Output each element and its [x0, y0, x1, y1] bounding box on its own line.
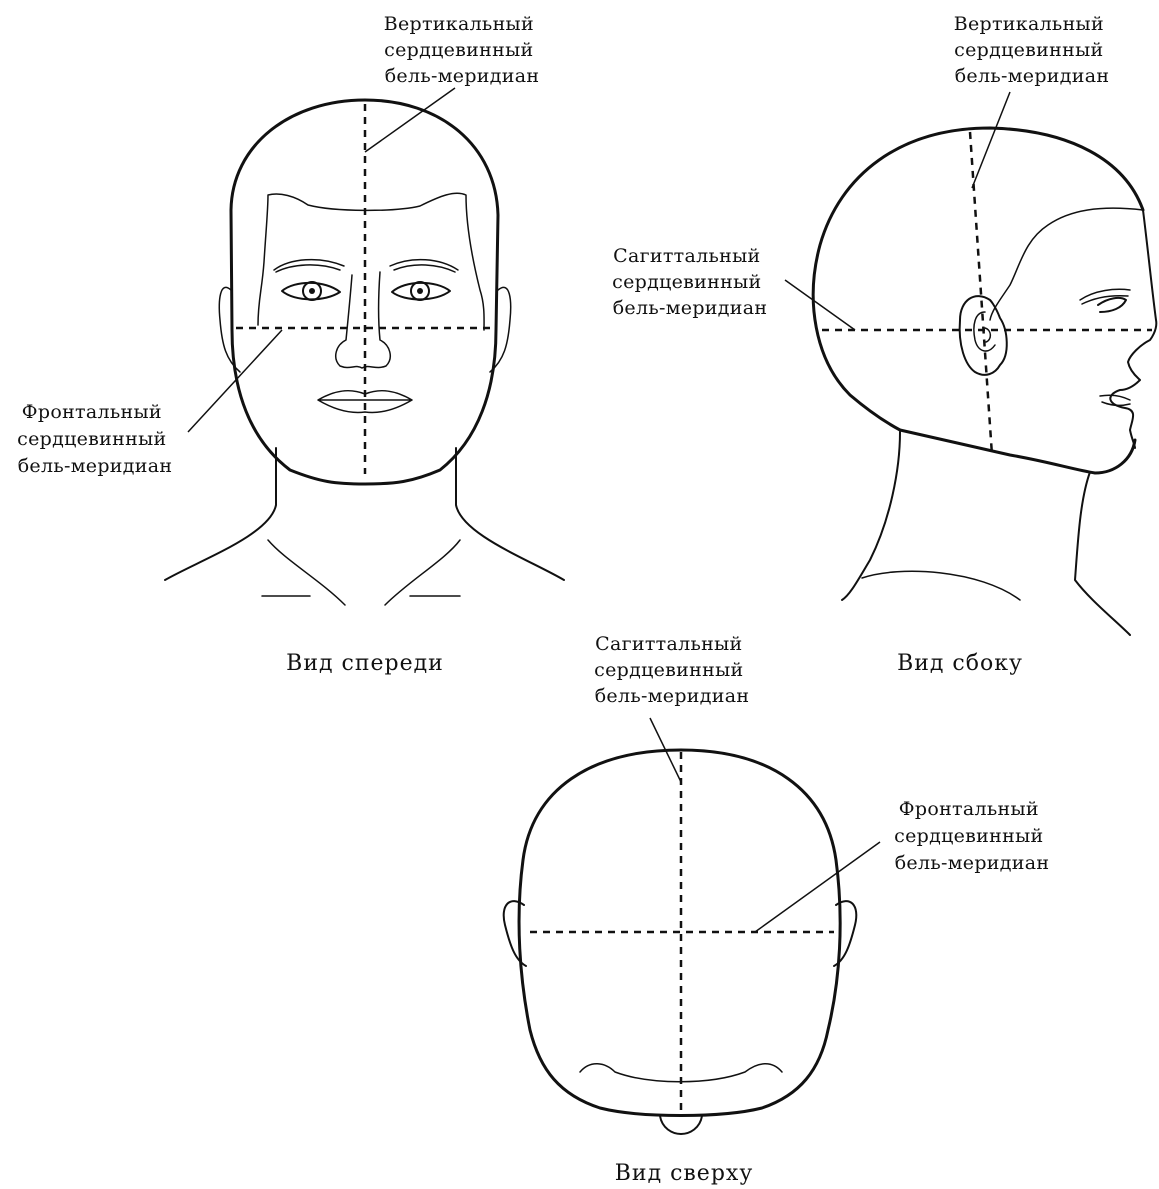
front-neck: [165, 448, 564, 580]
side-jaw: [900, 430, 1135, 473]
side-sagittal-leader: [785, 280, 855, 330]
top-sagittal-label: Сагиттальный сердцевинный бель-меридиан: [594, 633, 750, 707]
front-collar: [262, 540, 460, 605]
side-vertical-meridian: [970, 132, 992, 455]
front-frontal-leader: [188, 330, 282, 432]
side-eye: [1098, 298, 1126, 312]
side-vertical-label-line2: сердцевинный: [954, 39, 1103, 61]
front-right-eyebrow: [390, 260, 458, 272]
side-view-caption: Вид сбоку: [897, 651, 1023, 676]
front-view: Вертикальный сердцевинный бель-меридиан …: [17, 13, 564, 676]
front-frontal-label-line3: бель-меридиан: [18, 455, 173, 477]
side-view: Вертикальный сердцевинный бель-меридиан …: [612, 13, 1156, 676]
front-left-pupil: [309, 288, 315, 294]
top-view: Сагиттальный сердцевинный бель-меридиан …: [504, 633, 1050, 1186]
front-vertical-label: Вертикальный сердцевинный бель-меридиан: [384, 13, 541, 87]
front-right-pupil: [417, 288, 423, 294]
side-vertical-label: Вертикальный сердцевинный бель-меридиан: [954, 13, 1111, 87]
side-ear: [960, 296, 1007, 375]
front-left-eyebrow: [274, 260, 344, 272]
top-sagittal-label-line1: Сагиттальный: [595, 633, 742, 655]
front-vertical-label-line2: сердцевинный: [384, 39, 533, 61]
front-nose: [336, 272, 391, 368]
top-left-ear: [504, 901, 526, 966]
front-view-caption: Вид спереди: [286, 651, 444, 676]
top-right-ear: [834, 901, 856, 966]
side-sagittal-label: Сагиттальный сердцевинный бель-меридиан: [612, 245, 768, 319]
top-frontal-label-line1: Фронтальный: [899, 798, 1039, 820]
side-vertical-label-line1: Вертикальный: [954, 13, 1104, 35]
top-view-caption: Вид сверху: [615, 1161, 754, 1186]
side-shoulder: [862, 571, 1020, 600]
top-frontal-label-line3: бель-меридиан: [895, 852, 1050, 874]
side-sagittal-label-line1: Сагиттальный: [613, 245, 760, 267]
side-sagittal-label-line2: сердцевинный: [612, 271, 761, 293]
front-vertical-label-line1: Вертикальный: [384, 13, 534, 35]
front-vertical-label-line3: бель-меридиан: [385, 65, 540, 87]
side-vertical-leader: [972, 92, 1010, 188]
front-frontal-label-line1: Фронтальный: [22, 401, 162, 423]
side-vertical-label-line3: бель-меридиан: [955, 65, 1110, 87]
side-sagittal-label-line3: бель-меридиан: [613, 297, 768, 319]
side-hairline: [990, 208, 1143, 320]
top-frontal-leader: [755, 842, 880, 932]
top-frontal-label: Фронтальный сердцевинный бель-меридиан: [894, 798, 1050, 874]
front-left-ear: [219, 287, 240, 372]
top-nose: [660, 1116, 702, 1134]
top-sagittal-label-line3: бель-меридиан: [595, 685, 750, 707]
top-sagittal-label-line2: сердцевинный: [594, 659, 743, 681]
side-neck-front: [1075, 472, 1130, 635]
front-frontal-label: Фронтальный сердцевинный бель-меридиан: [17, 401, 173, 477]
top-frontal-label-line2: сердцевинный: [894, 825, 1043, 847]
front-frontal-label-line2: сердцевинный: [17, 428, 166, 450]
